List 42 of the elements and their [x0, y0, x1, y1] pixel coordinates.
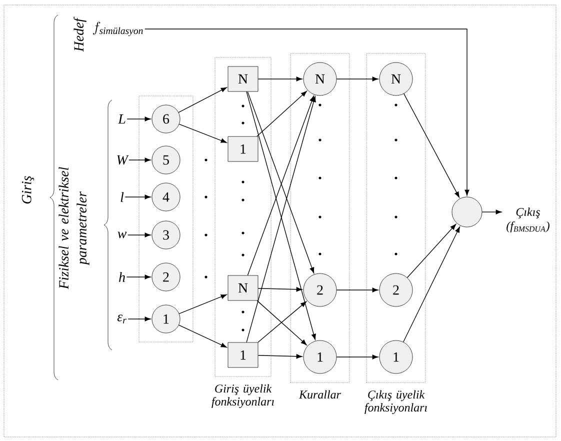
arrow	[336, 354, 378, 360]
node-label: Çıkış üyelik fonksiyonları	[364, 390, 427, 414]
text-label: w	[118, 232, 127, 238]
arrow	[403, 226, 460, 342]
text-label: l	[120, 192, 124, 202]
axis-label: Giriş	[22, 176, 34, 204]
arrow	[124, 194, 151, 200]
arrow	[178, 87, 227, 113]
text-label: h	[119, 272, 125, 282]
text-label: ε$_{r}$	[117, 314, 126, 324]
arrow	[128, 158, 151, 162]
arrow	[128, 316, 151, 322]
node-label: Kurallar	[298, 390, 341, 399]
sum-circle	[452, 196, 482, 228]
input-layer-box	[138, 96, 194, 342]
text-label: L	[118, 114, 126, 124]
text-label: W	[117, 155, 129, 165]
axis-label: Fiziksel ve elektriksel parametreler	[58, 167, 90, 290]
arrow	[406, 224, 456, 278]
arrow	[336, 288, 378, 292]
arrow	[144, 28, 470, 196]
arrow	[482, 210, 502, 214]
membership-box: N	[228, 275, 258, 301]
axis-label: Hedef	[74, 16, 86, 52]
text-label: Çıkış (f$_{BMSDUA}$)	[506, 208, 550, 232]
arrow	[258, 354, 302, 359]
arrow	[126, 274, 151, 280]
arrow	[336, 76, 378, 82]
arrow	[178, 294, 227, 314]
node-label: Giriş üyelik fonksiyonları	[212, 384, 274, 408]
arrow	[128, 232, 151, 238]
arrow	[256, 90, 307, 137]
membership-box: 1	[228, 342, 258, 368]
membership-box: N	[228, 66, 258, 92]
arrow	[178, 324, 227, 348]
arrow	[258, 287, 302, 292]
arrow	[126, 116, 151, 122]
arrow	[178, 124, 227, 143]
membership-box: 1	[228, 136, 258, 162]
text-label: $f_{\textit{simülasyon}}$	[93, 22, 143, 36]
arrow	[258, 76, 302, 82]
arrow	[404, 93, 460, 198]
